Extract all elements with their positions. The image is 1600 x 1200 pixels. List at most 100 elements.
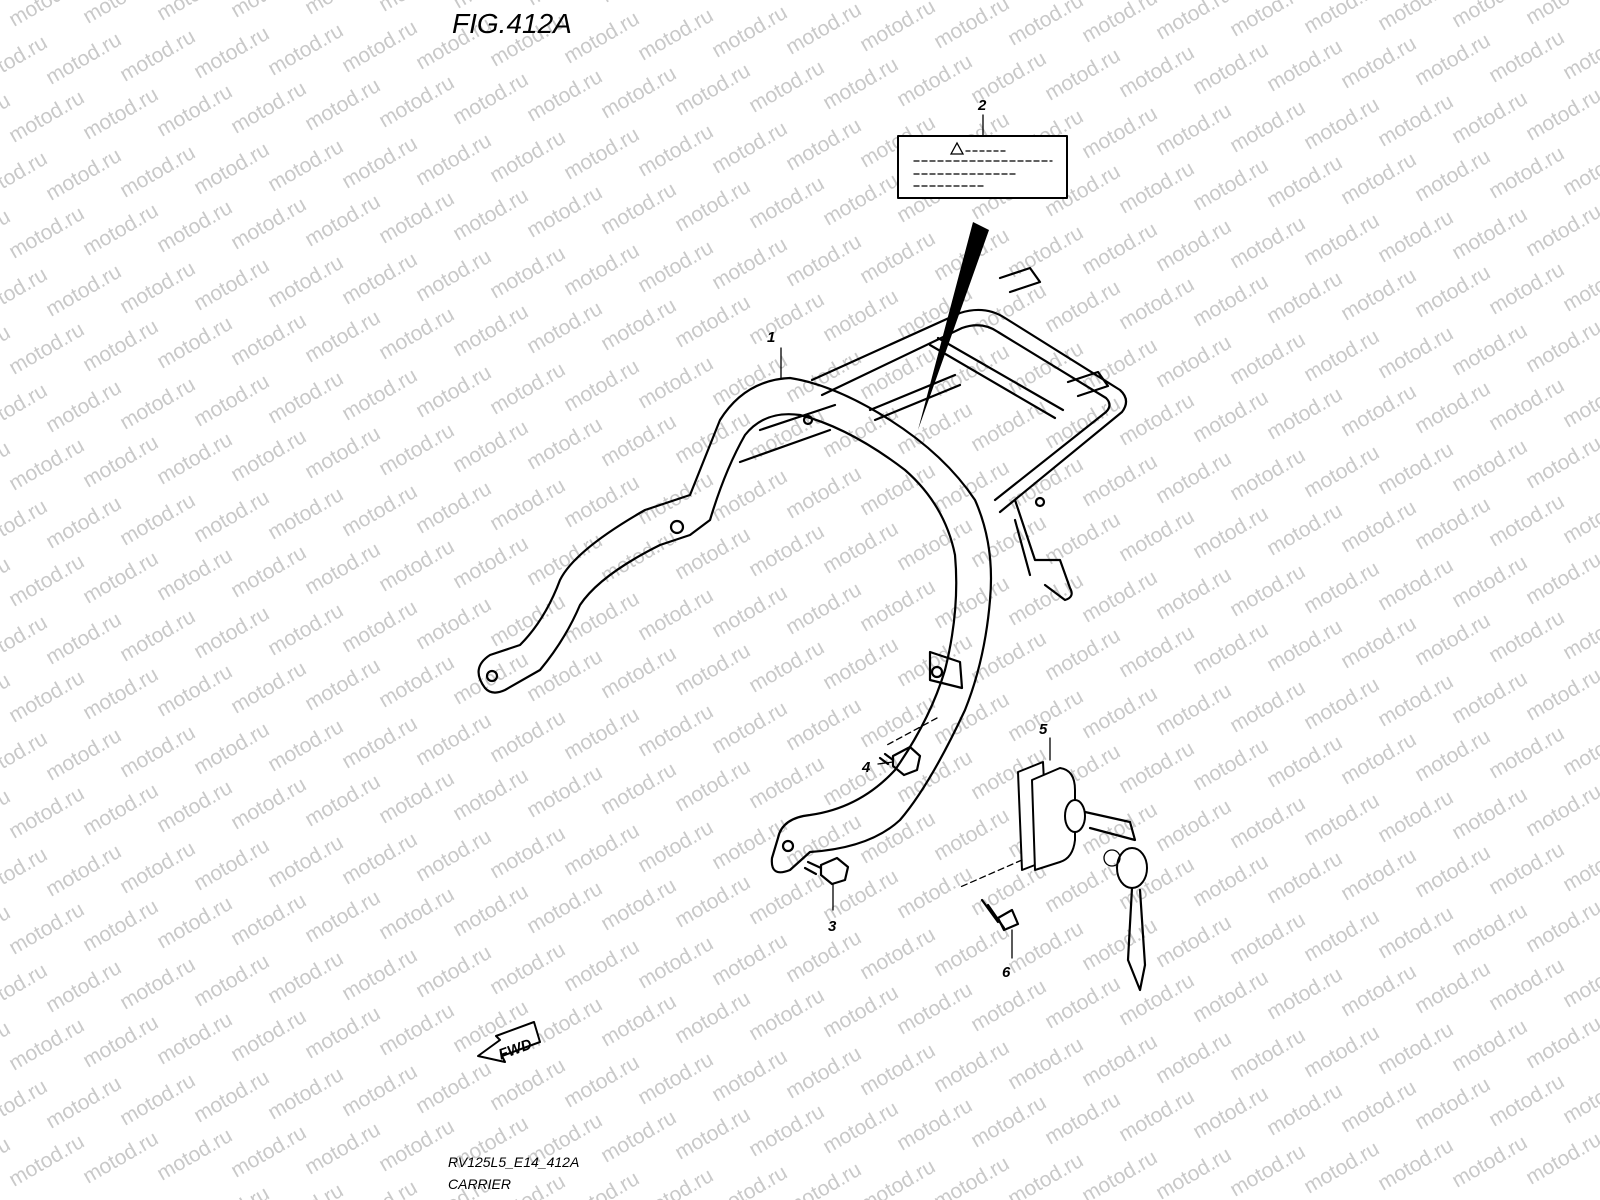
watermark-text: motod.ru xyxy=(1226,908,1309,969)
watermark-text: motod.ru xyxy=(1078,914,1161,975)
watermark-text: motod.ru xyxy=(1337,1076,1420,1137)
watermark-text: motod.ru xyxy=(523,297,606,358)
watermark-text: motod.ru xyxy=(708,1161,791,1200)
watermark-text: motod.ru xyxy=(708,929,791,990)
watermark-text: motod.ru xyxy=(1004,569,1087,630)
model-code: RV125L5_E14_412A xyxy=(448,1154,579,1170)
watermark-text: motod.ru xyxy=(264,135,347,196)
watermark-text: motod.ru xyxy=(1041,276,1124,337)
watermark-text: motod.ru xyxy=(42,724,125,785)
watermark-text: motod.ru xyxy=(967,975,1050,1036)
callout-2: 2 xyxy=(977,97,987,114)
watermark-text: motod.ru xyxy=(301,306,384,367)
watermark-text: motod.ru xyxy=(1448,1015,1531,1076)
watermark-text: motod.ru xyxy=(0,495,51,556)
watermark-text: motod.ru xyxy=(153,428,236,489)
watermark-text: motod.ru xyxy=(79,83,162,144)
watermark-text: motod.ru xyxy=(782,0,865,59)
watermark-text: motod.ru xyxy=(523,645,606,706)
watermark-text: motod.ru xyxy=(745,288,828,349)
watermark-text: motod.ru xyxy=(412,593,495,654)
watermark-text: motod.ru xyxy=(1448,87,1531,148)
watermark-text: motod.ru xyxy=(1004,1149,1087,1200)
watermark-text: motod.ru xyxy=(1411,609,1494,670)
watermark-text: motod.ru xyxy=(893,862,976,923)
watermark-text: motod.ru xyxy=(597,874,680,935)
watermark-text: motod.ru xyxy=(264,831,347,892)
watermark-text: motod.ru xyxy=(1485,838,1568,899)
watermark-text: motod.ru xyxy=(153,660,236,721)
watermark-text: motod.ru xyxy=(1152,331,1235,392)
watermark-text: motod.ru xyxy=(1374,554,1457,615)
watermark-text: motod.ru xyxy=(1522,0,1600,29)
watermark-text: motod.ru xyxy=(1078,102,1161,163)
watermark-text: motod.ru xyxy=(930,804,1013,865)
watermark-text: motod.ru xyxy=(671,871,754,932)
watermark-text: motod.ru xyxy=(1485,606,1568,667)
leader-wedge xyxy=(918,222,989,430)
watermark-text: motod.ru xyxy=(597,62,680,123)
watermark-text: motod.ru xyxy=(1522,664,1600,725)
watermark-text: motod.ru xyxy=(5,666,88,727)
watermark-text: motod.ru xyxy=(5,550,88,611)
watermark-text: motod.ru xyxy=(1522,432,1600,493)
watermark-text: motod.ru xyxy=(375,883,458,944)
watermark-text: motod.ru xyxy=(634,700,717,761)
watermark-text: motod.ru xyxy=(486,474,569,535)
watermark-text: motod.ru xyxy=(227,309,310,370)
watermark-text: motod.ru xyxy=(1411,725,1494,786)
watermark-text: motod.ru xyxy=(930,572,1013,633)
watermark-text: motod.ru xyxy=(819,285,902,346)
watermark-text: motod.ru xyxy=(227,425,310,486)
watermark-text: motod.ru xyxy=(671,639,754,700)
watermark-text: motod.ru xyxy=(153,544,236,605)
watermark-text: motod.ru xyxy=(116,605,199,666)
watermark-text: motod.ru xyxy=(338,248,421,309)
watermark-text: motod.ru xyxy=(1226,0,1309,41)
watermark-text: motod.ru xyxy=(375,999,458,1060)
watermark-text: motod.ru xyxy=(1485,142,1568,203)
watermark-text: motod.ru xyxy=(597,178,680,239)
watermark-text: motod.ru xyxy=(708,581,791,642)
watermark-text: motod.ru xyxy=(79,1127,162,1188)
watermark-text: motod.ru xyxy=(79,663,162,724)
watermark-text: motod.ru xyxy=(930,1152,1013,1200)
watermark-text: motod.ru xyxy=(930,0,1013,53)
watermark-text: motod.ru xyxy=(1522,1128,1600,1189)
watermark-text: motod.ru xyxy=(560,1167,643,1200)
watermark-text: motod.ru xyxy=(1226,444,1309,505)
watermark-text: motod.ru xyxy=(190,370,273,431)
watermark-text: motod.ru xyxy=(671,291,754,352)
watermark-text: motod.ru xyxy=(449,184,532,245)
watermark-text: motod.ru xyxy=(1337,264,1420,325)
watermark-text: motod.ru xyxy=(967,627,1050,688)
watermark-text: motod.ru xyxy=(301,74,384,135)
watermark-text: motod.ru xyxy=(967,1091,1050,1152)
watermark-text: motod.ru xyxy=(116,373,199,434)
screw-6-part xyxy=(980,898,1020,932)
watermark-text: motod.ru xyxy=(1522,200,1600,261)
watermark-text: motod.ru xyxy=(375,71,458,132)
watermark-text: motod.ru xyxy=(1041,1088,1124,1149)
watermark-text: motod.ru xyxy=(0,611,51,672)
watermark-text: motod.ru xyxy=(708,697,791,758)
watermark-text: motod.ru xyxy=(338,944,421,1005)
watermark-text: motod.ru xyxy=(1115,273,1198,334)
watermark-text: motod.ru xyxy=(1078,0,1161,47)
watermark-text: motod.ru xyxy=(1263,847,1346,908)
watermark-text: motod.ru xyxy=(1263,151,1346,212)
watermark-text: motod.ru xyxy=(1411,841,1494,902)
watermark-text: motod.ru xyxy=(1374,322,1457,383)
watermark-text: motod.ru xyxy=(560,819,643,880)
watermark-text: motod.ru xyxy=(1448,203,1531,264)
watermark-text: motod.ru xyxy=(264,1179,347,1200)
watermark-text: motod.ru xyxy=(264,483,347,544)
watermark-text: motod.ru xyxy=(116,721,199,782)
watermark-text: motod.ru xyxy=(930,688,1013,749)
watermark-text: motod.ru xyxy=(227,541,310,602)
watermark-text: motod.ru xyxy=(1115,621,1198,682)
watermark-text: motod.ru xyxy=(1522,84,1600,145)
watermark-text: motod.ru xyxy=(1448,899,1531,960)
watermark-text: motod.ru xyxy=(1337,960,1420,1021)
